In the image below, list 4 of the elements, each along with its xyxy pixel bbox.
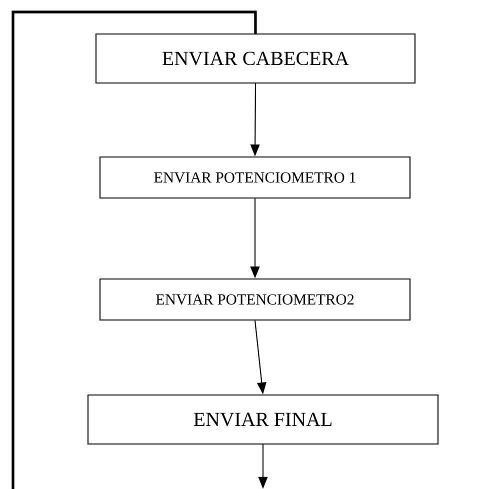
process-box: ENVIAR CABECERA bbox=[95, 33, 416, 84]
process-box: ENVIAR POTENCIOMETRO 1 bbox=[99, 156, 411, 199]
process-box: ENVIAR POTENCIOMETRO2 bbox=[99, 278, 411, 321]
process-box: ENVIAR FINAL bbox=[87, 394, 439, 445]
